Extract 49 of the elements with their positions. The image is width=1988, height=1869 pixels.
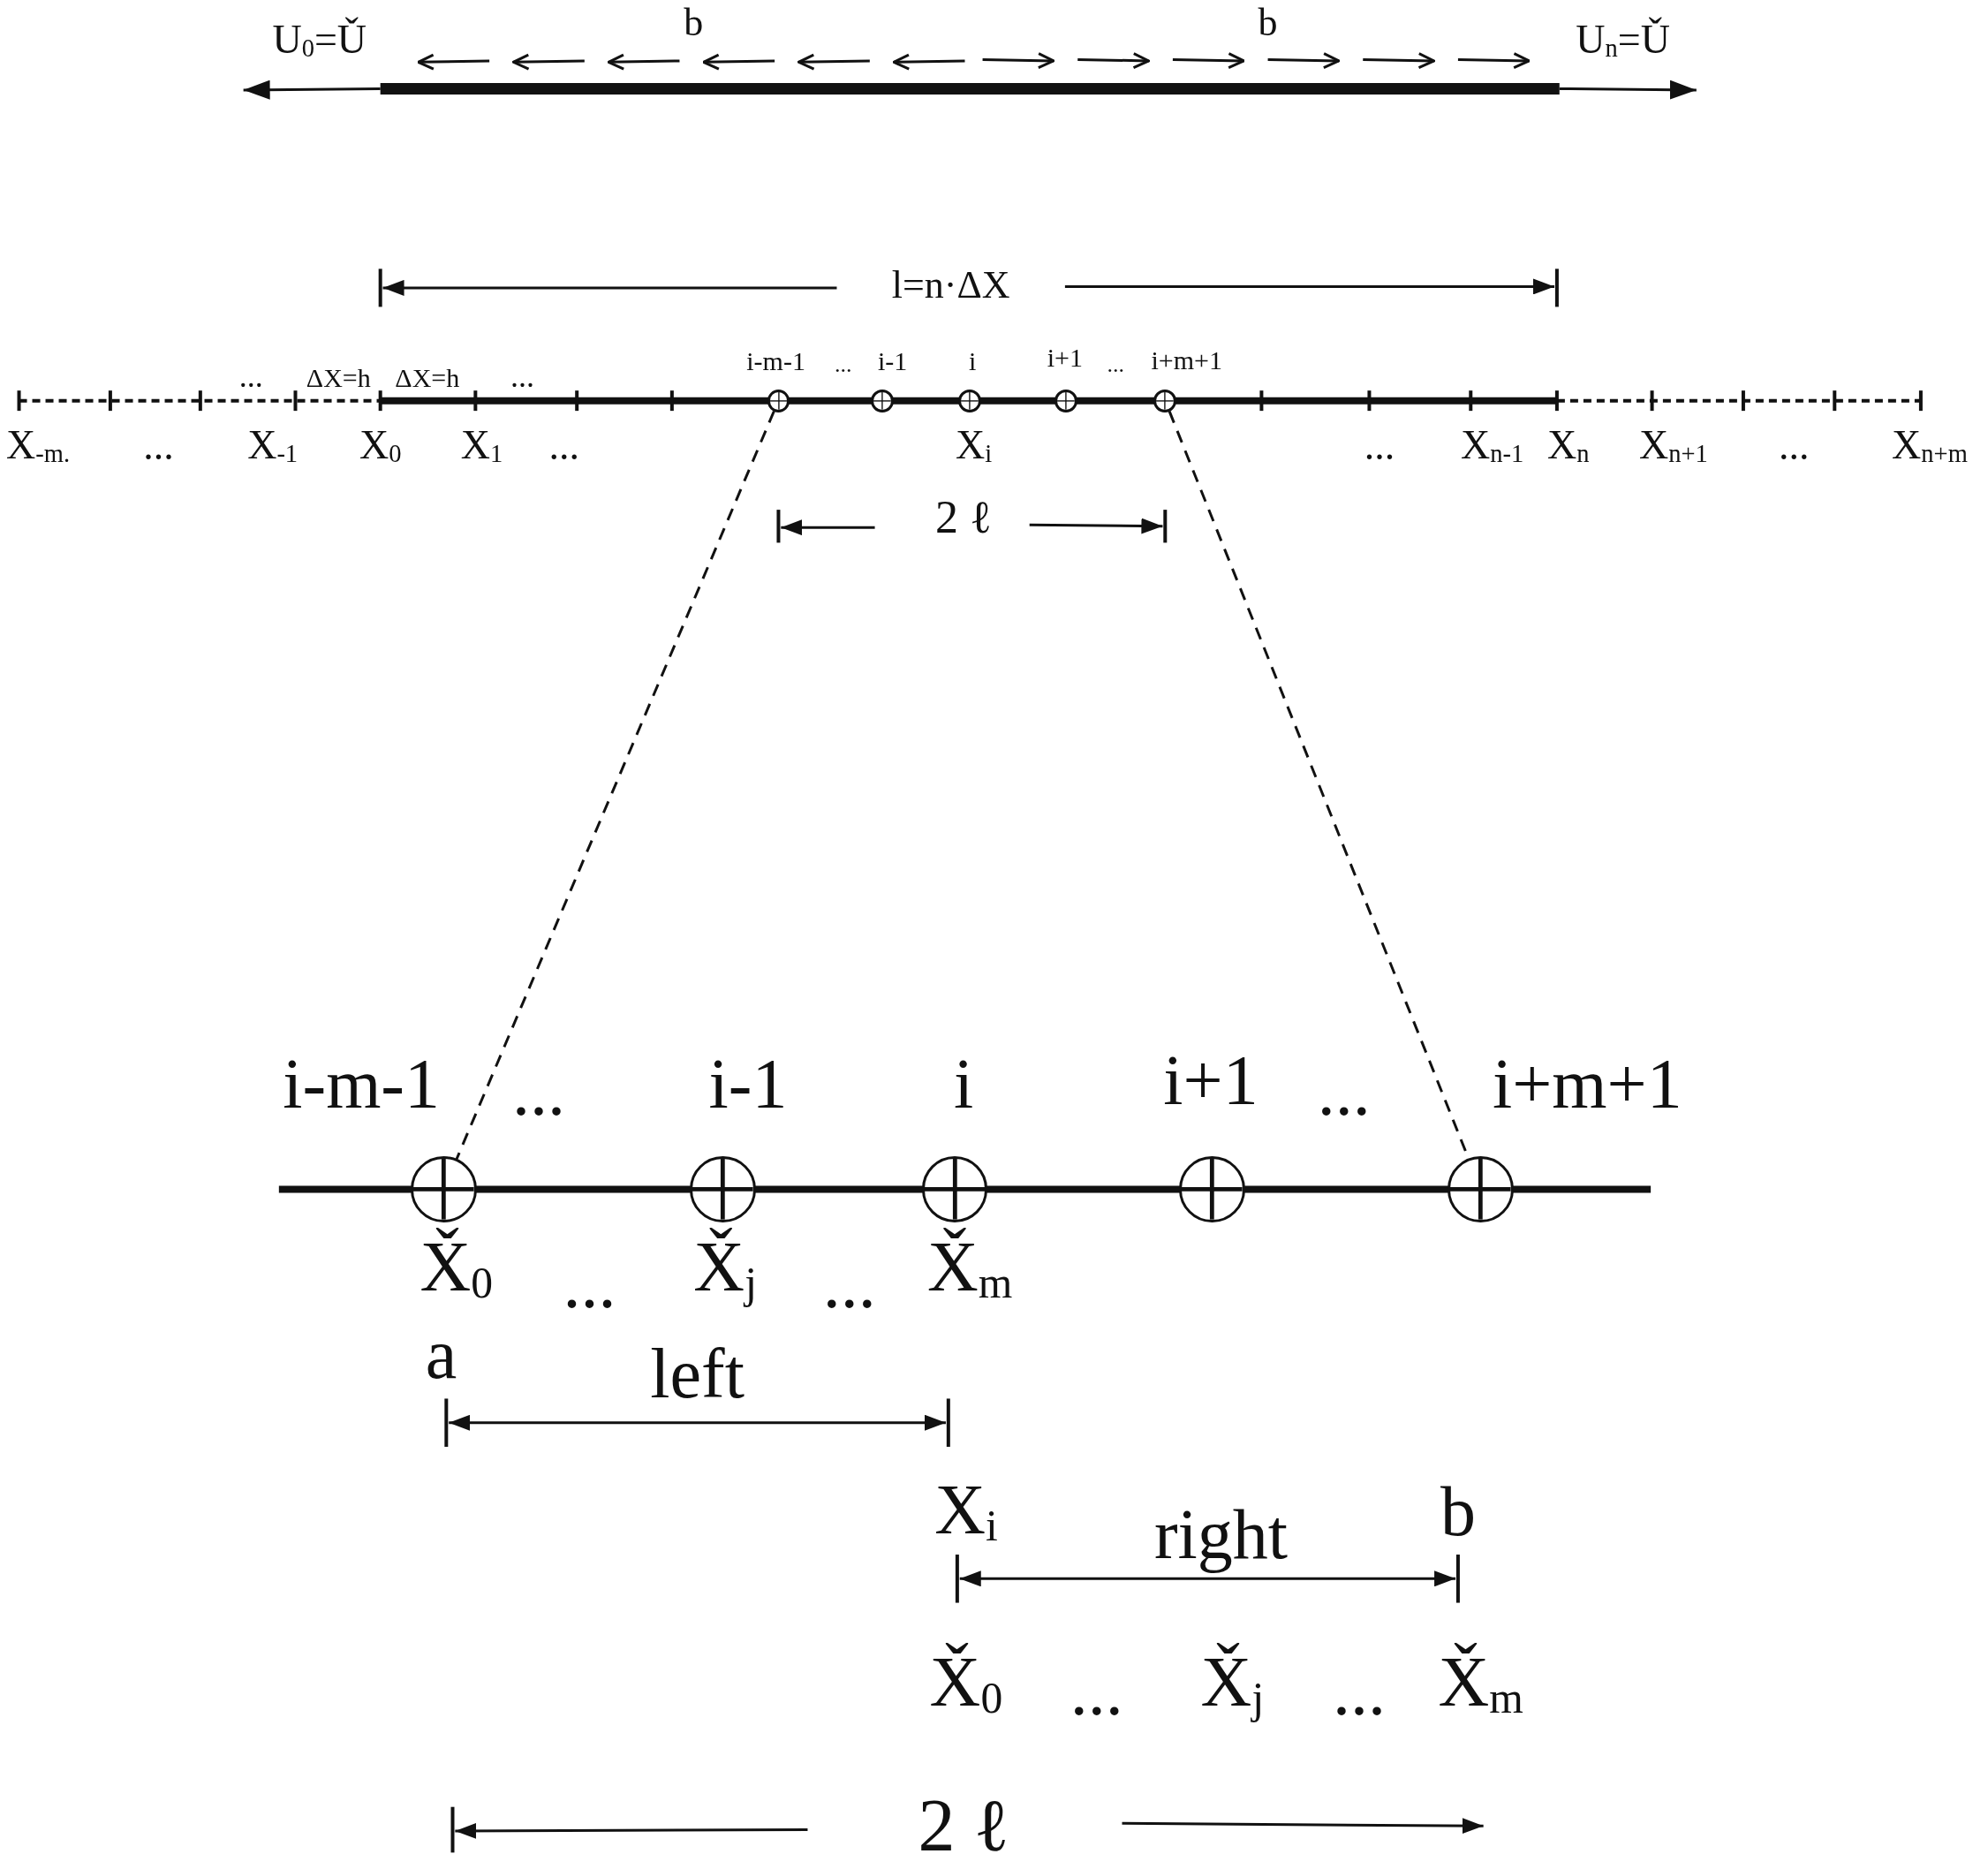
coordinate-label: X$_{n}$ [1547, 425, 1590, 468]
endpoint-label: b [1440, 1476, 1476, 1547]
ellipsis: ... [1070, 1654, 1123, 1726]
dimension-label: 2 ℓ [918, 1789, 1009, 1864]
index-label: i+1 [1047, 344, 1083, 371]
index-label: i-m-1 [746, 348, 805, 375]
coordinate-label: X$_{n+1}$ [1639, 425, 1708, 468]
coordinate-label: X$_{0}$ [359, 425, 402, 468]
index-label: i-1 [878, 348, 908, 375]
ellipsis: ... [822, 1247, 876, 1319]
ellipsis: ... [238, 360, 263, 393]
circle-marker [958, 389, 982, 412]
ellipsis: ... [1332, 1654, 1386, 1726]
circle-marker [1054, 389, 1078, 412]
ellipsis: ... [512, 1055, 566, 1126]
index-label: i [968, 348, 977, 375]
coordinate-label: X$_{i}$ [955, 425, 993, 468]
circle-marker [1153, 389, 1177, 412]
ellipsis: ... [1317, 1055, 1371, 1126]
index-label: i-m-1 [283, 1048, 440, 1120]
circle-marker [871, 389, 895, 412]
dashed-connector [455, 410, 775, 1160]
coordinate-label: X$_{1}$ [460, 425, 503, 468]
endpoint-label: a [425, 1319, 457, 1390]
ellipsis: ... [1364, 426, 1395, 467]
dimension-label: 2 ℓ [935, 494, 992, 541]
index-label: i+m+1 [1151, 346, 1222, 374]
index-label: i [953, 1048, 974, 1120]
ellipsis: ... [510, 360, 534, 393]
step-label: ΔX=h [395, 364, 460, 391]
index-label: i-1 [708, 1048, 788, 1120]
coordinate-label: X$_{n-1}$ [1461, 425, 1524, 468]
force-label: b [1258, 3, 1278, 42]
ellipsis: ... [834, 353, 852, 377]
coordinate-label: X$_{n+m}$ [1892, 425, 1968, 468]
index-label: i+1 [1163, 1045, 1259, 1116]
dimension-label: left [650, 1337, 745, 1409]
dimension-label: l=n·ΔX [891, 266, 1010, 305]
ellipsis: ... [1779, 426, 1810, 467]
ellipsis: ... [563, 1247, 616, 1319]
ellipsis: ... [1107, 353, 1125, 377]
coordinate-label: X$_{-m.}$ [6, 425, 71, 468]
force-label: b [684, 3, 704, 42]
coordinate-label: X$_{-1}$ [247, 425, 299, 468]
coordinate-label: X$_{i}$ [934, 1474, 998, 1548]
ellipsis: ... [143, 426, 174, 467]
step-label: ΔX=h [306, 364, 371, 391]
ellipsis: ... [548, 426, 580, 467]
index-label: i+m+1 [1493, 1048, 1682, 1120]
